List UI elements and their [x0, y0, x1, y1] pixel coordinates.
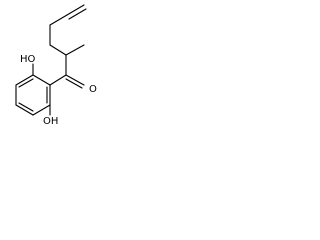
ring-bond — [15, 74, 34, 86]
carbonyl-double-bond — [65, 74, 85, 86]
hydroxyl-bottom-label: OH — [43, 116, 58, 127]
ring-bond — [32, 74, 51, 86]
terminal-vinyl-double-bond — [68, 8, 87, 20]
hydroxyl-top-label: HO — [20, 54, 36, 65]
ring-bond — [32, 104, 51, 116]
ring-double-bond-inner — [18, 102, 34, 112]
ring-double-bond-inner — [18, 78, 34, 88]
methyl-bond — [65, 44, 85, 56]
carbonyl-double-bond-inner — [65, 78, 83, 89]
benzene-ring — [15, 74, 51, 116]
aryl-carbonyl-bond — [49, 74, 67, 86]
structure-canvas: O HO OH — [0, 0, 107, 127]
terminal-vinyl-bond — [66, 4, 85, 16]
chain-bond — [49, 14, 68, 26]
chain-bond — [49, 44, 67, 56]
molecule-structure: O HO OH — [15, 4, 97, 127]
ring-bond — [15, 104, 34, 116]
ketone-oxygen-label: O — [89, 84, 97, 95]
